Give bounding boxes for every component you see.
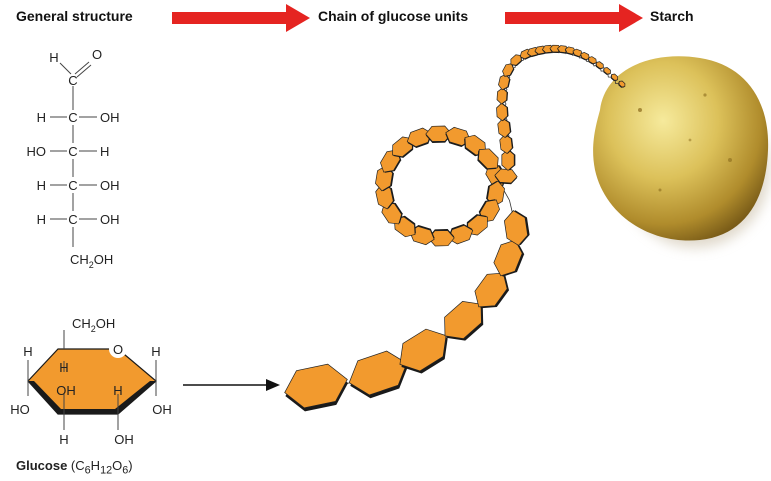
ring-ch2oh: CH2OH	[72, 316, 115, 334]
caption-formula-close: )	[128, 458, 132, 473]
c4-hydroxyl: OH	[56, 383, 76, 398]
black-arrow-icon	[183, 379, 280, 391]
c1-carbon: C	[68, 73, 77, 88]
glucose-ring-structure	[28, 330, 156, 430]
c4-left: H	[37, 178, 46, 193]
c1-hydroxyl: OH	[152, 402, 172, 417]
glucose-unit-icon	[497, 118, 512, 139]
aldehyde-o: O	[92, 47, 102, 62]
c5-right: OH	[100, 212, 120, 227]
c1-hydrogen: H	[151, 344, 160, 359]
c3-right: H	[100, 144, 109, 159]
caption-o-label: O	[112, 458, 122, 473]
c5-carbon: C	[68, 212, 77, 227]
glucose-chain	[281, 45, 627, 415]
glucose-unit-icon	[503, 209, 531, 247]
c3-hydrogen-bottom: H	[59, 432, 68, 447]
c6-ch2oh: CH2OH	[70, 252, 113, 270]
glucose-unit-icon	[496, 103, 509, 121]
glucose-unit-icon	[281, 361, 352, 415]
c2-carbon: C	[68, 110, 77, 125]
caption-name: Glucose	[16, 458, 67, 473]
c3-left: HO	[27, 144, 47, 159]
c2-right: OH	[100, 110, 120, 125]
c3-carbon: C	[68, 144, 77, 159]
caption-h-count: 12	[100, 465, 112, 477]
c2-hydroxyl-bottom: OH	[114, 432, 134, 447]
c4-right: OH	[100, 178, 120, 193]
red-arrow-icon	[505, 4, 643, 32]
c2-left: H	[37, 110, 46, 125]
c5-left: H	[37, 212, 46, 227]
ring-oxygen: O	[113, 342, 123, 357]
caption-formula-open: (C	[67, 458, 84, 473]
red-arrow-icon	[172, 4, 310, 32]
c5-hydrogen: H	[23, 344, 32, 359]
aldehyde-h: H	[49, 50, 58, 65]
c4-ho-left: HO	[10, 402, 30, 417]
caption-h-label: H	[91, 458, 100, 473]
c4-carbon: C	[68, 178, 77, 193]
c3-hydrogen: H	[113, 383, 122, 398]
c4-hydrogen: H	[59, 360, 68, 375]
glucose-caption: Glucose (C6H12O6)	[16, 458, 133, 477]
